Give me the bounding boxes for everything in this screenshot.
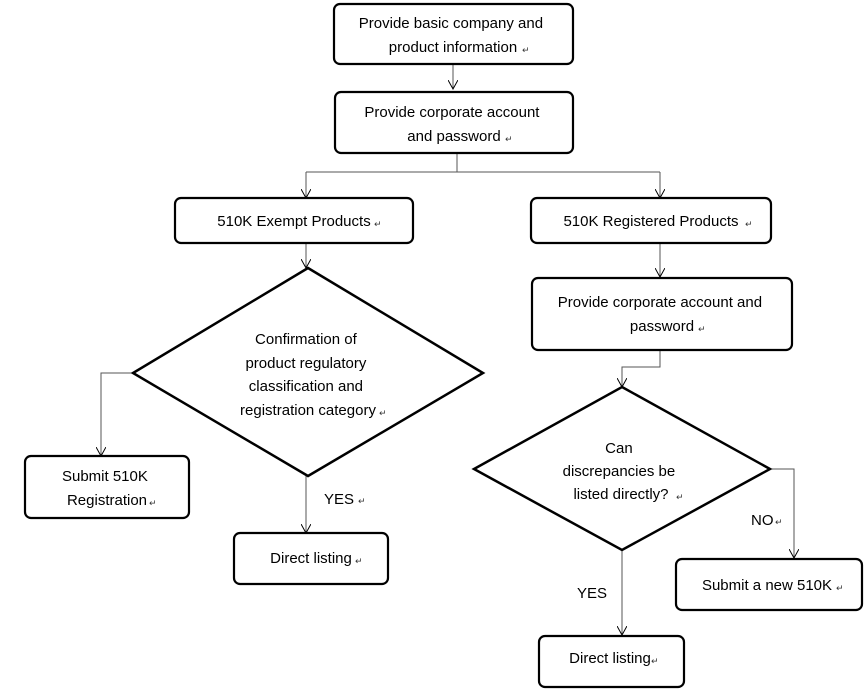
return-mark-icon: ↵ <box>355 557 363 567</box>
svg-text:Confirmation of product: Confirmation of product regulatory class… <box>240 331 376 419</box>
connectors <box>101 64 794 635</box>
submit-new-label: Submit a new 510K <box>702 577 832 594</box>
company-info-line1: Provide basic company and <box>359 15 543 32</box>
node-exempt: 510K Exempt Products <box>173 196 415 245</box>
discrepancy-line3: listed directly? <box>573 486 668 503</box>
edge-label-no-right: NO <box>751 512 774 529</box>
node-registered: 510K Registered Products <box>529 196 773 245</box>
edge-account-split <box>306 153 660 173</box>
confirm-line2: product regulatory <box>245 355 366 372</box>
svg-text:Submit 510K Registration: Submit 510K Registration <box>62 468 152 509</box>
return-mark-icon: ↵ <box>505 135 513 145</box>
svg-text:Can discrepancies be: Can discrepancies be listed directly? <box>563 440 680 503</box>
node-company-info: Provide basic company and product inform… <box>332 2 575 66</box>
node-corp-account-top: Provide corporate account and password <box>333 90 575 155</box>
confirm-line4: registration category <box>240 402 376 419</box>
return-mark-icon: ↵ <box>374 220 382 230</box>
node-direct-listing-right: Direct listing <box>537 634 686 689</box>
return-mark-icon: ↵ <box>522 46 530 56</box>
return-mark-icon: ↵ <box>149 499 157 509</box>
svg-text:510K Registered Products: 510K Registered Products <box>563 213 738 230</box>
edge-confirm-to-submit <box>101 372 133 456</box>
return-mark-icon: ↵ <box>698 325 706 335</box>
return-mark-icon: ↵ <box>775 518 783 528</box>
return-mark-icon: ↵ <box>676 493 684 503</box>
corp-account-top-line1: Provide corporate account <box>364 104 540 121</box>
svg-text:Provide corporate account and: Provide corporate account and password <box>558 294 766 335</box>
confirm-line3: classification and <box>249 378 363 395</box>
svg-text:Provide basic company and: Provide basic company and product inform… <box>359 15 547 56</box>
svg-text:Direct listing: Direct listing <box>270 550 352 567</box>
node-confirm-decision: Confirmation of product regulatory class… <box>130 266 486 478</box>
return-mark-icon: ↵ <box>745 220 753 230</box>
return-mark-icon: ↵ <box>651 657 659 667</box>
submit-registration-line1: Submit 510K <box>62 468 148 485</box>
corp-account-top-line2: and password <box>407 128 500 145</box>
return-mark-icon: ↵ <box>379 409 387 419</box>
return-mark-icon: ↵ <box>836 584 844 594</box>
node-discrepancy-decision: Can discrepancies be listed directly? <box>471 385 773 552</box>
submit-registration-line2: Registration <box>67 492 147 509</box>
edge-label-yes-right: YES <box>577 585 607 602</box>
corp-account-right-line1: Provide corporate account and <box>558 294 762 311</box>
discrepancy-line2: discrepancies be <box>563 463 676 480</box>
direct-listing-left-label: Direct listing <box>270 550 352 567</box>
svg-text:Provide corporate account: Provide corporate account and password <box>364 104 543 145</box>
svg-text:Direct listing: Direct listing <box>569 650 651 667</box>
direct-listing-right-label: Direct listing <box>569 650 651 667</box>
edge-account-to-discrepancy <box>622 350 661 387</box>
edge-discrepancy-no <box>770 468 794 558</box>
node-direct-listing-left: Direct listing <box>232 531 390 586</box>
edge-label-yes-left: YES <box>324 491 354 508</box>
node-submit-registration: Submit 510K Registration <box>23 454 191 520</box>
svg-text:Submit a new 510K: Submit a new 510K <box>702 577 832 594</box>
svg-text:510K Exempt Products: 510K Exempt Products <box>217 213 370 230</box>
return-marks: ↵ ↵ ↵ ↵ ↵ ↵ ↵ ↵ ↵ ↵ ↵ ↵ ↵ <box>149 46 844 667</box>
discrepancy-line1: Can <box>605 440 633 457</box>
exempt-label: 510K Exempt Products <box>217 213 370 230</box>
confirm-line1: Confirmation of <box>255 331 358 348</box>
registered-label: 510K Registered Products <box>563 213 738 230</box>
node-corp-account-right: Provide corporate account and password <box>530 276 794 352</box>
return-mark-icon: ↵ <box>358 497 366 507</box>
node-submit-new: Submit a new 510K <box>674 557 864 612</box>
corp-account-right-line2: password <box>630 318 694 335</box>
company-info-line2: product information <box>389 39 517 56</box>
